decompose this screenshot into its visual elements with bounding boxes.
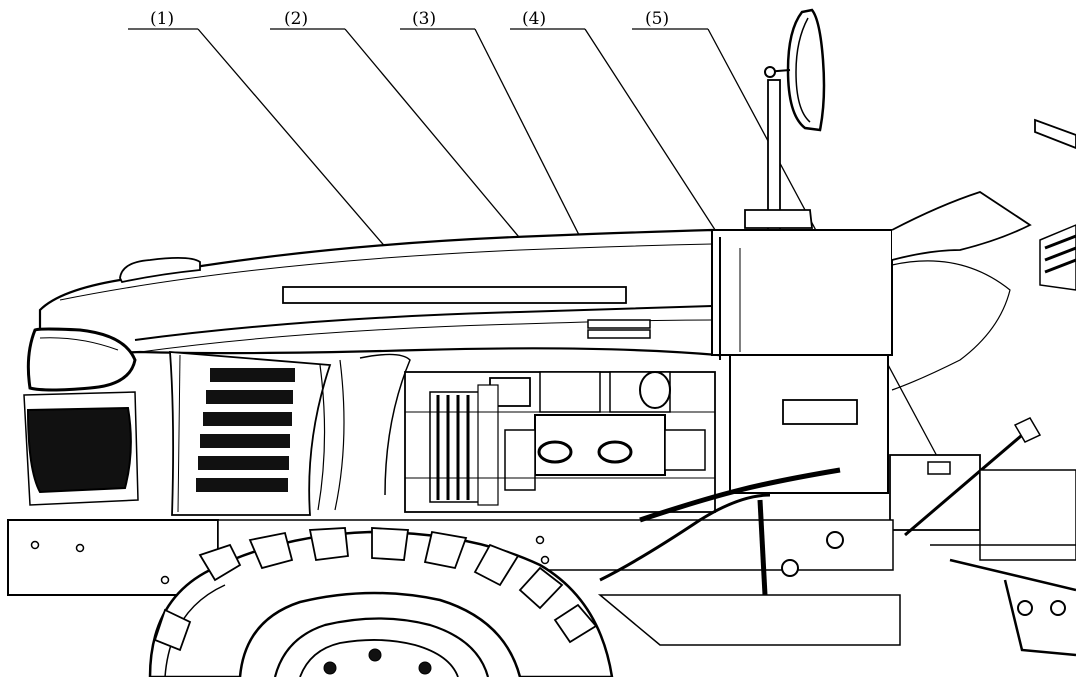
rear-frame	[889, 118, 1076, 657]
louver	[200, 434, 290, 448]
engine	[404, 371, 716, 513]
callout-label-3: (3)	[412, 9, 436, 29]
callout-label-1: (1)	[150, 9, 174, 29]
louver	[198, 456, 289, 470]
side-panel	[169, 351, 411, 516]
hood	[38, 228, 720, 357]
callout-label-5: (5)	[645, 9, 669, 29]
front-wheel	[148, 527, 614, 679]
hood-vent-1	[587, 319, 651, 329]
dash-label-plate	[782, 399, 858, 425]
headlight	[26, 327, 137, 392]
hood-stripe-1	[282, 286, 627, 304]
louver	[196, 478, 288, 492]
callout-label-4: (4)	[522, 9, 546, 29]
callout-1: (1)	[128, 9, 413, 279]
louver	[206, 390, 293, 404]
louver	[203, 412, 292, 426]
front-grille	[23, 391, 139, 506]
dash-box	[711, 191, 1032, 494]
callout-label-2: (2)	[284, 9, 308, 29]
louver	[210, 368, 295, 382]
hood-vent-2	[587, 329, 651, 339]
